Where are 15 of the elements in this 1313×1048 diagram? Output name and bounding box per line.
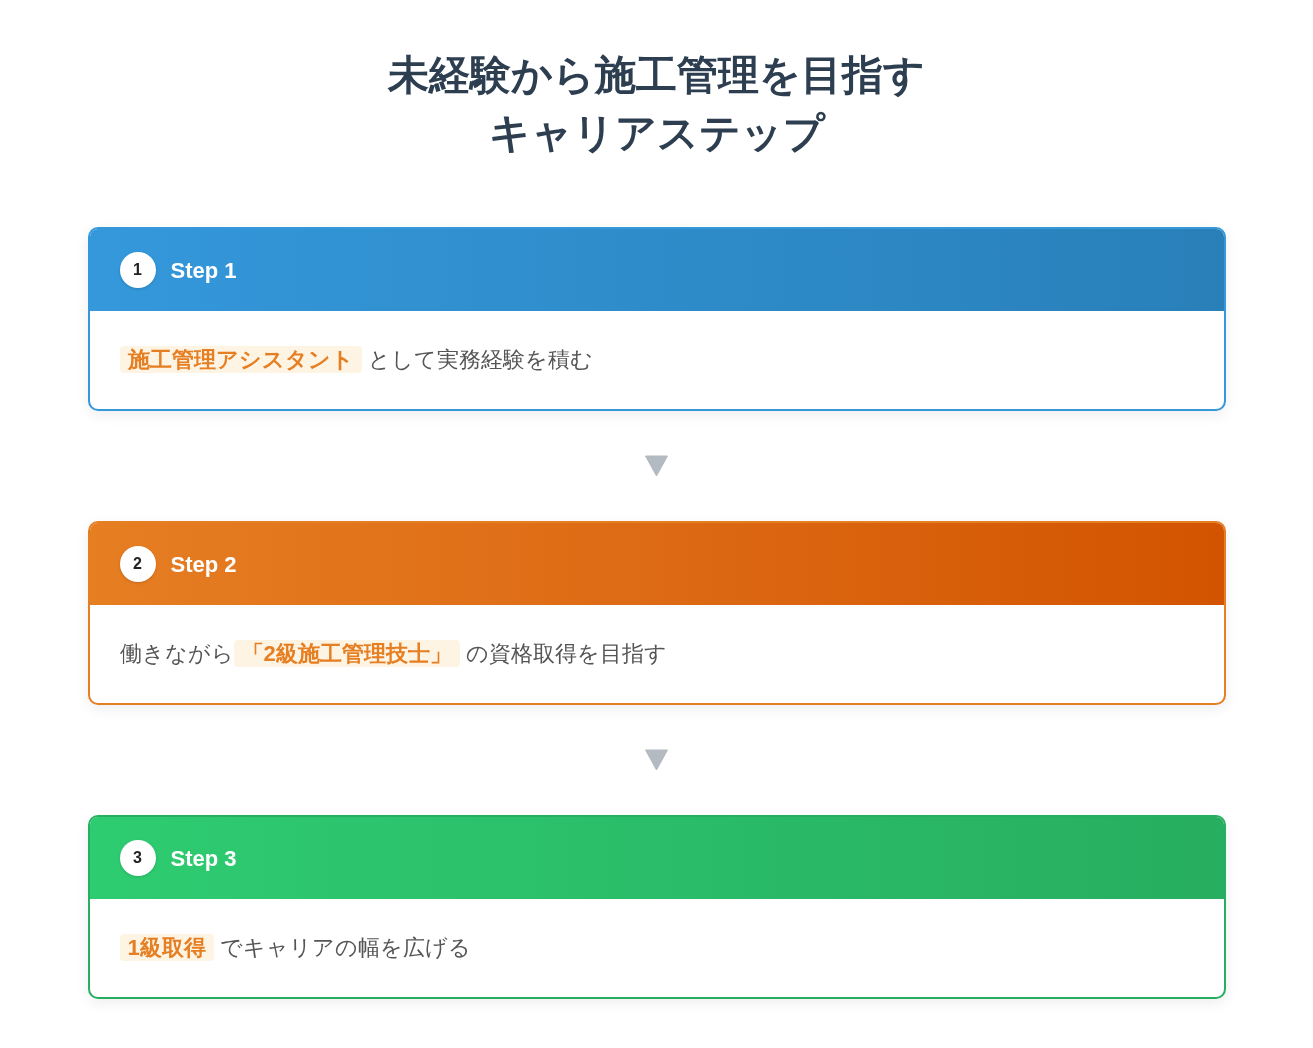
- step-card: [87, 815, 1226, 999]
- step-number-badge: 3: [119, 840, 156, 876]
- step-title: Step 2: [170, 550, 237, 579]
- step-title: Step 3: [170, 844, 237, 873]
- step-description: 1級取得 でキャリアの幅を広げる: [119, 931, 471, 965]
- down-arrow: [645, 749, 668, 771]
- step-card: [87, 227, 1226, 411]
- step-number-badge: 2: [119, 546, 156, 582]
- step-description: 施工管理アシスタント として実務経験を積む: [119, 343, 593, 377]
- diagram-title: 未経験から施工管理を目指すキャリアステップ: [386, 51, 926, 158]
- step-description: 働きながら「2級施工管理技士」 の資格取得を目指す: [119, 639, 667, 669]
- step-title: Step 1: [170, 256, 237, 285]
- step-card: [87, 521, 1226, 705]
- step-number-badge: 1: [119, 252, 156, 288]
- down-arrow: [645, 455, 668, 477]
